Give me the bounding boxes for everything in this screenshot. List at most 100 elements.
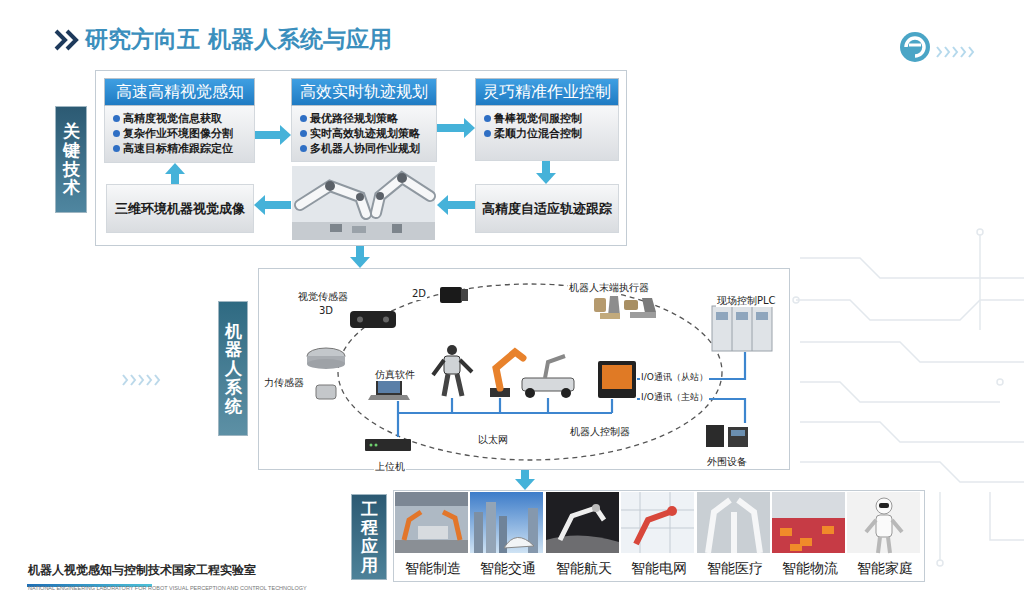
title-chevrons: [56, 31, 65, 49]
robot-system-picture: [461, 289, 468, 301]
robot-system-picture: [624, 300, 638, 310]
process-box: 高精度自适应轨迹跟踪: [475, 184, 619, 233]
robot-system-picture: [370, 444, 373, 447]
robot-system-picture: [338, 284, 722, 460]
robot-system-picture: [716, 312, 728, 320]
side-chevrons: [155, 375, 159, 385]
tile-caption: 智能医疗: [707, 559, 763, 577]
circuit-background: [979, 235, 981, 330]
tile-photos: [470, 492, 543, 553]
title-holder: 研究方向五 机器人系统与应用: [85, 24, 392, 55]
robot-system-picture: [736, 312, 748, 320]
robot-arm-picture: [392, 224, 402, 233]
logo-mark: [900, 32, 930, 62]
robot-system-picture: [398, 352, 745, 437]
side-chevrons: [139, 375, 143, 385]
part-label: 上位机: [374, 461, 406, 473]
robot-arm-picture: [292, 166, 435, 240]
robot-system-picture: [499, 398, 501, 413]
tile-photos: [780, 528, 792, 536]
tile-caption: 智能交通: [480, 559, 536, 577]
robot-arm-picture: [397, 173, 407, 183]
bullet-item: 实时高效轨迹规划策略: [299, 126, 432, 141]
process-box: 三维环境机器视觉成像: [106, 184, 254, 233]
logo-mark: [906, 38, 924, 56]
part-label: 机器人末端执行器: [568, 282, 650, 294]
flow-arrow: [448, 201, 475, 209]
robot-system-picture: [611, 399, 613, 413]
robot-arm-picture: [292, 166, 435, 240]
circuit-background: [800, 342, 1024, 362]
part-label: 现场控制PLC: [716, 295, 777, 307]
tile-photos: [847, 492, 920, 553]
circuit-background: [990, 492, 1024, 540]
robot-system-picture: [547, 398, 549, 413]
circuit-background: [997, 379, 1003, 385]
robot-system-picture: [383, 317, 389, 323]
flow-arrow: [265, 201, 291, 209]
tile-photos: [486, 502, 496, 553]
tile-photos: [866, 520, 902, 553]
tile-photos: [697, 492, 770, 553]
logo-mark: [953, 47, 957, 57]
part-label: 力传感器: [263, 377, 305, 389]
robot-system-picture: [496, 352, 523, 388]
robot-system-picture: [307, 359, 345, 369]
application-panel: 工程应用智能制造智能交通智能航天智能电网智能医疗智能物流智能家庭: [393, 490, 925, 582]
tile-photos: [876, 515, 892, 537]
card-heading: 灵巧精准作业控制: [475, 78, 619, 106]
label-holder: 机器人视觉感知与控制技术国家工程实验室: [27, 559, 257, 578]
box-label: 高精度自适应轨迹跟踪: [482, 200, 612, 217]
box-label: 三维环境机器视觉成像: [115, 200, 245, 217]
part-label: 外围设备: [706, 456, 748, 468]
robot-arm-picture: [325, 181, 335, 191]
robot-arm-picture: [300, 186, 366, 214]
circuit-background: [937, 560, 943, 566]
application-tile: 智能物流: [773, 493, 846, 581]
robot-system-picture: [451, 398, 453, 413]
robot-system-picture: [378, 381, 400, 393]
logo-mark: [937, 47, 941, 57]
tile-photos: [822, 526, 834, 534]
tile-caption: 智能物流: [782, 559, 838, 577]
heading-band: 机器人系统: [218, 301, 248, 436]
robot-system-picture: [706, 425, 724, 447]
bullet-item: 柔顺力位混合控制: [483, 126, 614, 141]
tile-photos: [772, 518, 845, 553]
part-label: 仿真软件: [374, 369, 416, 381]
heading-band: 工程应用: [351, 494, 387, 580]
side-chevrons: [147, 375, 151, 385]
flow-arrow: [521, 470, 529, 479]
bullet-item: 高精度视觉信息获取: [112, 111, 250, 126]
side-chevrons: [131, 375, 135, 385]
footer-text: NATIONAL ENGINEERING LABORATORY FOR ROBO…: [27, 585, 308, 593]
tile-photos: [621, 492, 694, 553]
logo-mark: [945, 47, 949, 57]
label-holder: 仿真软件: [374, 363, 416, 382]
logo-mark: [909, 44, 921, 47]
tile-photos: [592, 504, 600, 512]
part-label: 视觉传感器: [297, 291, 349, 303]
robot-system-picture: [440, 287, 462, 303]
robot-system-picture: [728, 427, 748, 447]
tile-photos: [772, 492, 845, 553]
panel-heading: 机器人系统: [225, 322, 242, 415]
side-chevrons: [123, 375, 127, 385]
tile-photos: [708, 500, 760, 553]
tile-photos: [546, 535, 619, 553]
label-holder: I/O通讯（主站）: [640, 385, 709, 404]
robot-system-picture: [561, 388, 571, 398]
bullet-item: 最优路径规划策略: [299, 111, 432, 126]
tile-photos: [418, 526, 448, 539]
circuit-background: [800, 462, 1024, 482]
tile-photos: [667, 506, 677, 516]
logo-mark: [937, 47, 973, 57]
robot-system-picture: [444, 374, 462, 396]
label-holder: 现场控制PLC: [716, 289, 777, 308]
logo-mark: [969, 47, 973, 57]
card-body: 鲁棒视觉伺服控制柔顺力位混合控制: [475, 106, 619, 161]
flow-arrow: [171, 174, 179, 184]
part-label: 机器人控制器: [569, 426, 631, 438]
heading-band: 关键技术: [55, 106, 87, 213]
